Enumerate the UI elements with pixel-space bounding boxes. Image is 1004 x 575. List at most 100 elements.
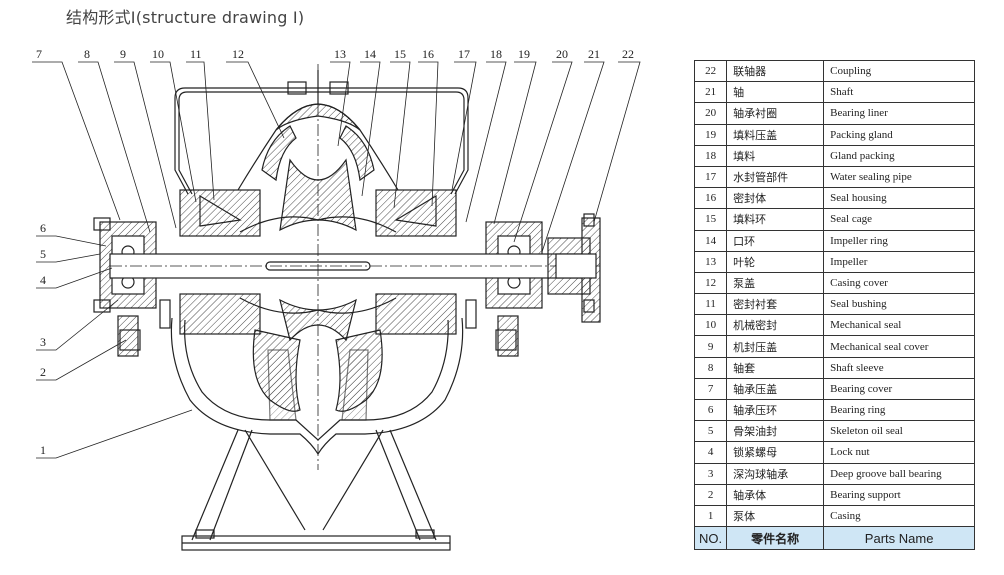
- part-name-cn: 轴承压环: [726, 398, 825, 422]
- part-name-cn: 轴套: [726, 356, 825, 379]
- part-name-cn: 叶轮: [726, 250, 825, 273]
- callout-17: 17: [458, 47, 470, 61]
- part-number: 12: [693, 271, 728, 295]
- part-name-cn: 骨架油封: [726, 420, 825, 443]
- callout-11: 11: [190, 47, 202, 61]
- part-name-cn: 机封压盖: [726, 335, 825, 358]
- part-number: 17: [693, 165, 728, 189]
- seal-housing-right: [375, 189, 457, 237]
- part-name-en: Casing: [823, 504, 976, 528]
- part-name-en: Bearing ring: [823, 398, 976, 422]
- part-name-en: Coupling: [823, 59, 976, 83]
- part-name-en: Seal cage: [823, 208, 976, 231]
- callout-14: 14: [364, 47, 376, 61]
- part-number: 20: [693, 102, 728, 125]
- part-number: 11: [693, 293, 728, 316]
- part-number: 8: [693, 356, 728, 379]
- callout-4: 4: [40, 273, 46, 287]
- part-name-cn: 水封管部件: [726, 165, 825, 189]
- part-name-cn: 轴: [726, 81, 825, 104]
- part-name-cn: 轴承衬圈: [726, 102, 825, 125]
- part-number: 13: [693, 250, 728, 273]
- part-name-cn: 填料: [726, 144, 825, 167]
- part-name-en: Seal housing: [823, 187, 976, 210]
- part-number: 18: [693, 144, 728, 167]
- part-name-cn: 口环: [726, 229, 825, 252]
- callout-7: 7: [36, 47, 42, 61]
- callout-16: 16: [422, 47, 434, 61]
- part-name-cn: 轴承体: [726, 483, 825, 506]
- part-name-en: Bearing cover: [823, 377, 976, 401]
- base-leg-left-inner: [209, 429, 253, 541]
- part-name-en: Bearing liner: [823, 102, 976, 125]
- part-name-cn: 填料环: [726, 208, 825, 231]
- part-name-en: Mechanical seal cover: [823, 335, 976, 358]
- part-name-en: Shaft sleeve: [823, 356, 976, 379]
- callout-8: 8: [84, 47, 90, 61]
- lower-casing: [170, 317, 464, 456]
- part-name-cn: 联轴器: [726, 59, 825, 83]
- part-name-cn: 密封体: [726, 187, 825, 210]
- base-strut-right: [322, 429, 384, 531]
- callouts-left: 6 5 4 3 2 1: [40, 221, 46, 457]
- callout-22: 22: [622, 47, 634, 61]
- callout-5: 5: [40, 247, 46, 261]
- callout-9: 9: [120, 47, 126, 61]
- part-number: 16: [693, 187, 728, 210]
- part-name-en: Gland packing: [823, 144, 976, 167]
- callout-1: 1: [40, 443, 46, 457]
- base-strut-left: [244, 429, 306, 531]
- part-number: 1: [693, 504, 728, 528]
- part-name-cn: 轴承压盖: [726, 377, 825, 401]
- part-number: 22: [693, 59, 728, 83]
- drawing-title: 结构形式Ⅰ(structure drawing Ⅰ): [66, 8, 305, 27]
- part-name-en: Impeller: [823, 250, 976, 273]
- callout-10: 10: [152, 47, 164, 61]
- callout-6: 6: [40, 221, 46, 235]
- part-number: 10: [693, 314, 728, 337]
- callout-20: 20: [556, 47, 568, 61]
- seal-housing-left: [179, 189, 261, 237]
- water-sealing-pipe: [174, 87, 469, 195]
- part-number: 21: [693, 81, 728, 104]
- header-en: Parts Name: [823, 526, 976, 551]
- base-leg-right-inner: [375, 429, 421, 541]
- part-name-en: Deep groove ball bearing: [823, 462, 976, 485]
- callout-12: 12: [232, 47, 244, 61]
- part-number: 6: [693, 398, 728, 422]
- callout-3: 3: [40, 335, 46, 349]
- callout-19: 19: [518, 47, 530, 61]
- pump-cross-section-drawing: 7 8 9 10 11 12 13 14 15 16 17 18 19 20 2…: [32, 47, 641, 551]
- callout-15: 15: [394, 47, 406, 61]
- header-cn: 零件名称: [726, 526, 825, 551]
- part-name-cn: 泵盖: [726, 271, 825, 295]
- part-name-cn: 机械密封: [726, 314, 825, 337]
- part-number: 3: [693, 462, 728, 485]
- part-number: 7: [693, 377, 728, 401]
- header-no: NO.: [693, 526, 728, 551]
- callouts-top: 7 8 9 10 11 12 13 14 15 16 17 18 19 20 2…: [36, 47, 634, 61]
- callout-18: 18: [490, 47, 502, 61]
- part-name-en: Lock nut: [823, 441, 976, 464]
- part-number: 2: [693, 483, 728, 506]
- callout-21: 21: [588, 47, 600, 61]
